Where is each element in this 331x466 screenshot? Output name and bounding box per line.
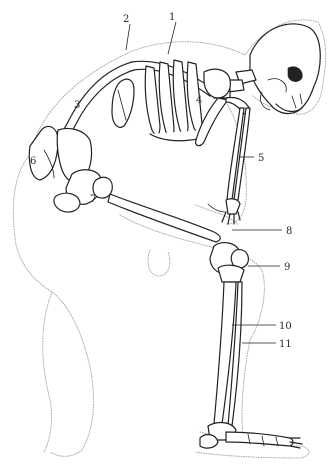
label-5: 5 bbox=[258, 153, 264, 164]
knee bbox=[210, 243, 248, 282]
label-11: 11 bbox=[279, 339, 292, 350]
label-4: 4 bbox=[196, 95, 202, 106]
label-8: 8 bbox=[286, 226, 292, 237]
leader-line-1 bbox=[168, 22, 176, 54]
label-9: 9 bbox=[284, 262, 290, 273]
leader-line-2 bbox=[126, 24, 130, 50]
lower-leg-bones bbox=[214, 282, 242, 426]
label-3: 3 bbox=[74, 100, 80, 111]
scapula bbox=[112, 79, 134, 127]
femur bbox=[93, 177, 220, 242]
label-10: 10 bbox=[279, 321, 292, 332]
label-2: 2 bbox=[123, 14, 129, 25]
label-7: 7 bbox=[90, 194, 96, 205]
foot bbox=[200, 423, 302, 449]
label-6: 6 bbox=[30, 156, 36, 167]
label-1: 1 bbox=[169, 12, 175, 23]
